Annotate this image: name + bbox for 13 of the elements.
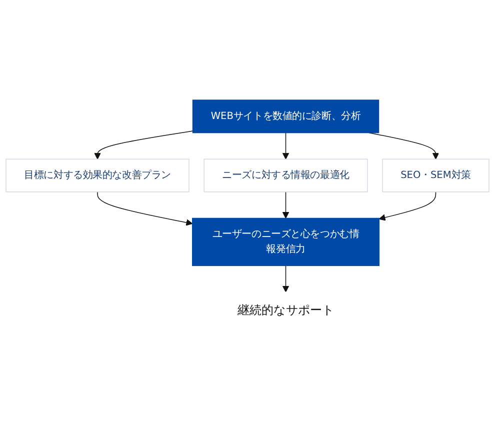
arrow — [282, 191, 290, 218]
arrow — [94, 130, 194, 160]
arrow — [282, 132, 290, 160]
node-text: 継続的なサポート — [238, 302, 334, 317]
arrow — [378, 191, 436, 221]
arrow — [368, 132, 440, 160]
node-box: 目標に対する効果的な改善プラン — [6, 158, 190, 192]
arrow — [282, 265, 290, 292]
arrow — [97, 191, 193, 226]
node-box: WEBサイトを数値的に診断、分析 — [192, 100, 380, 134]
node-box: SEO・SEM対策 — [382, 158, 490, 192]
node-box: ユーザーのニーズと心をつかむ情報発信力 — [192, 218, 380, 266]
node-box: ニーズに対する情報の最適化 — [204, 158, 368, 192]
